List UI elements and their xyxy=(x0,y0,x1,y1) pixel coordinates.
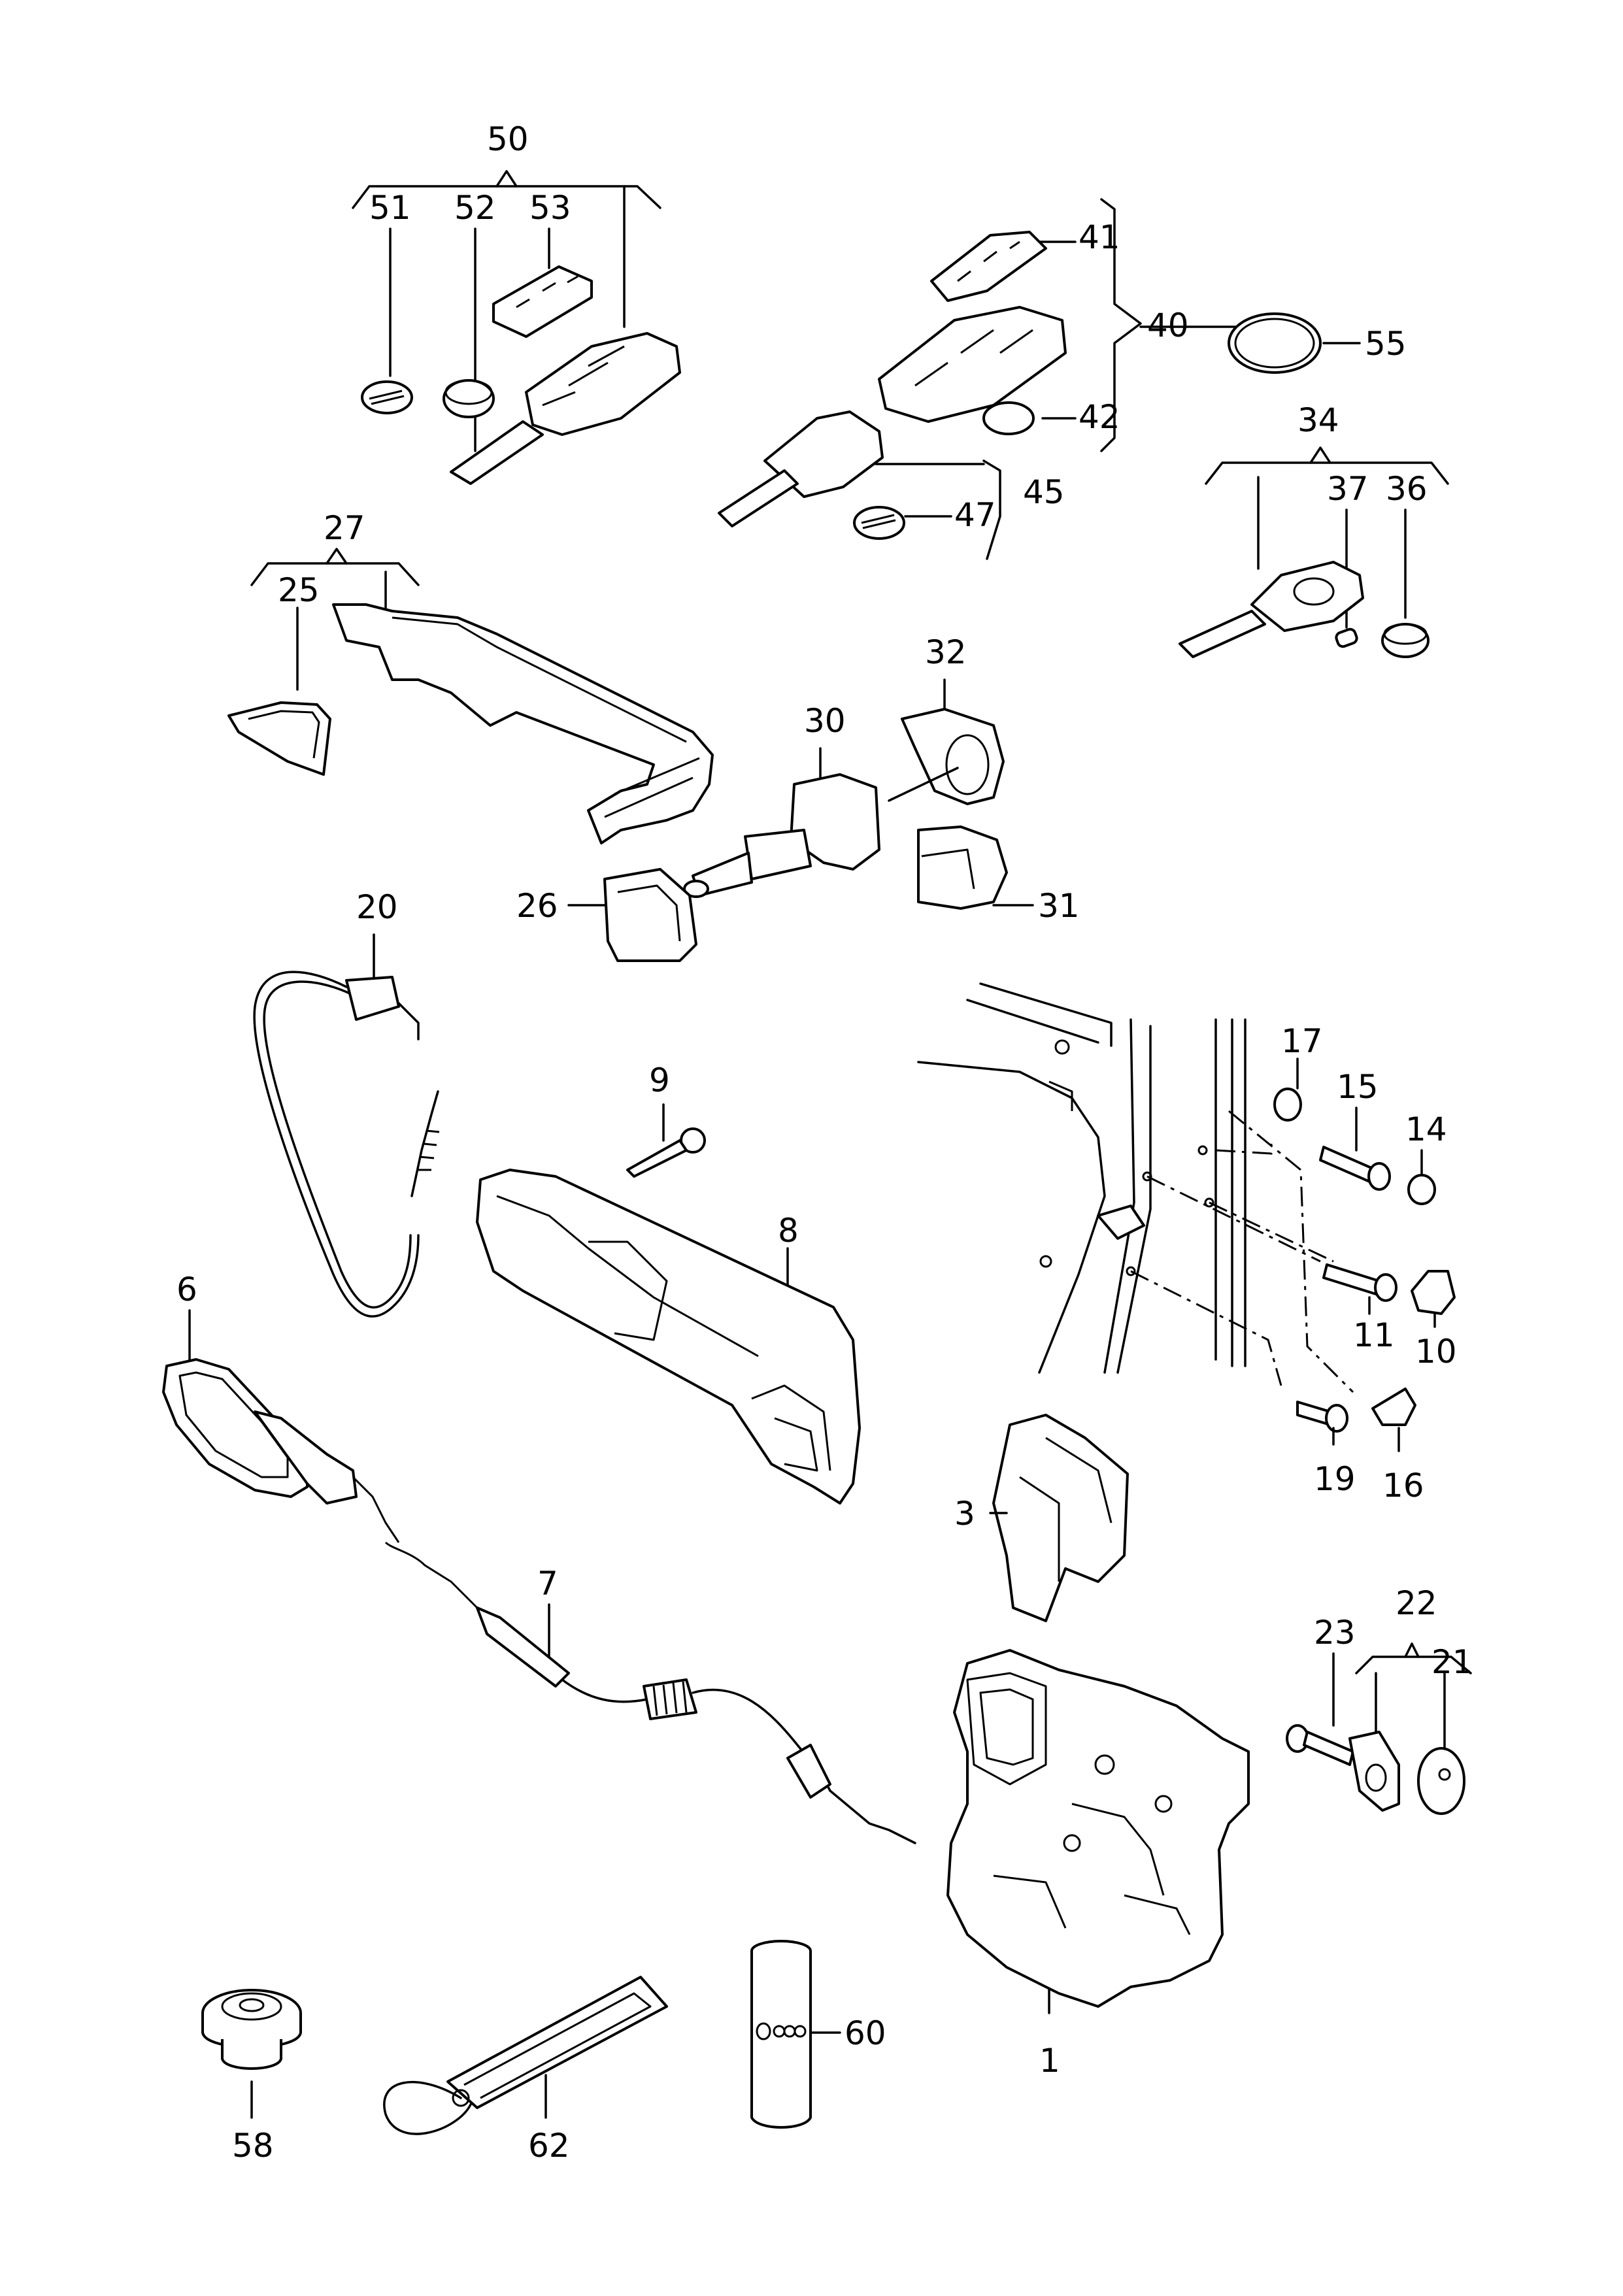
label-14: 14 xyxy=(1405,1110,1447,1148)
label-7: 7 xyxy=(537,1565,558,1603)
label-23: 23 xyxy=(1314,1614,1356,1652)
part-22-striker-assembly xyxy=(1348,1642,1472,1815)
part-7-release-cable xyxy=(384,1541,916,1844)
part-27-door-handle-assembly xyxy=(227,548,714,844)
label-32: 32 xyxy=(925,633,967,671)
label-40: 40 xyxy=(1147,307,1189,344)
label-25: 25 xyxy=(278,571,320,609)
label-3: 3 xyxy=(954,1495,975,1533)
part-42-battery xyxy=(982,401,1035,435)
part-58-lock-cap xyxy=(201,1989,302,2119)
label-41: 41 xyxy=(1079,218,1120,256)
part-52-battery xyxy=(443,379,495,418)
part-40-remote-key-assembly xyxy=(718,198,1250,560)
label-22: 22 xyxy=(1396,1584,1437,1622)
part-20-bowden-cable xyxy=(253,933,440,1318)
label-8: 8 xyxy=(778,1212,799,1250)
label-51: 51 xyxy=(369,189,411,227)
label-10: 10 xyxy=(1415,1333,1457,1371)
part-15-screw xyxy=(1319,1106,1391,1191)
label-11: 11 xyxy=(1353,1316,1395,1354)
label-58: 58 xyxy=(232,2127,274,2165)
part-32-cap xyxy=(901,678,1005,805)
label-60: 60 xyxy=(845,2014,886,2052)
label-19: 19 xyxy=(1314,1460,1356,1498)
part-23-screw xyxy=(1286,1652,1354,1766)
part-21-plate xyxy=(1417,1672,1465,1815)
part-8-carrier-plate xyxy=(476,1169,861,1505)
part-40-key-body xyxy=(878,306,1067,423)
label-26: 26 xyxy=(516,887,558,925)
label-30: 30 xyxy=(804,702,846,740)
part-3-bracket xyxy=(989,1414,1129,1622)
part-14-cap xyxy=(1407,1149,1436,1205)
label-6: 6 xyxy=(176,1271,197,1308)
label-62: 62 xyxy=(528,2127,570,2165)
part-19-screw xyxy=(1296,1401,1348,1446)
label-1: 1 xyxy=(1039,2042,1060,2080)
label-52: 52 xyxy=(454,189,496,227)
part-47-battery-cover xyxy=(853,506,905,540)
label-9: 9 xyxy=(649,1061,670,1099)
label-36: 36 xyxy=(1386,470,1428,508)
part-26-gasket xyxy=(567,868,697,962)
part-55-seal-ring xyxy=(1228,312,1361,374)
part-51-battery-cover xyxy=(361,380,413,414)
part-11-screw xyxy=(1322,1263,1397,1315)
part-60-grease-can xyxy=(750,1940,841,2129)
part-45-key-blade xyxy=(718,410,884,527)
part-37-transponder xyxy=(1335,627,1358,648)
label-47: 47 xyxy=(954,496,996,534)
part-16-plug xyxy=(1371,1388,1416,1452)
label-53: 53 xyxy=(529,189,571,227)
door-frame-panel xyxy=(917,982,1354,1393)
part-36-battery xyxy=(1381,623,1430,658)
part-30-lock-cylinder xyxy=(683,747,959,898)
label-27: 27 xyxy=(324,509,365,547)
part-27-handle xyxy=(332,603,714,844)
part-34-key-assembly xyxy=(1179,446,1449,658)
part-50-remote-key-assembly xyxy=(352,170,681,485)
part-50-key-body xyxy=(450,332,681,485)
label-37: 37 xyxy=(1327,470,1369,508)
label-21: 21 xyxy=(1431,1643,1473,1681)
part-25-gasket xyxy=(227,701,331,776)
part-10-cap xyxy=(1411,1270,1456,1328)
part-9-screw xyxy=(626,1103,706,1178)
label-20: 20 xyxy=(356,888,398,926)
label-55: 55 xyxy=(1365,325,1407,363)
part-34-key xyxy=(1179,561,1364,658)
part-41-key-buttons xyxy=(930,231,1047,302)
label-16: 16 xyxy=(1382,1467,1424,1505)
label-50: 50 xyxy=(487,120,529,158)
label-45: 45 xyxy=(1023,473,1065,511)
label-17: 17 xyxy=(1281,1022,1323,1060)
part-6-inner-door-handle xyxy=(162,1309,400,1543)
part-62-key-tag xyxy=(383,1976,668,2135)
label-15: 15 xyxy=(1337,1068,1379,1106)
part-31-cover xyxy=(917,825,1034,910)
label-34: 34 xyxy=(1297,401,1339,439)
part-53-key-buttons xyxy=(492,265,593,338)
label-42: 42 xyxy=(1079,398,1120,436)
part-1-door-lock xyxy=(946,1649,1250,2014)
label-31: 31 xyxy=(1038,887,1080,925)
part-17-plug xyxy=(1273,1057,1302,1122)
